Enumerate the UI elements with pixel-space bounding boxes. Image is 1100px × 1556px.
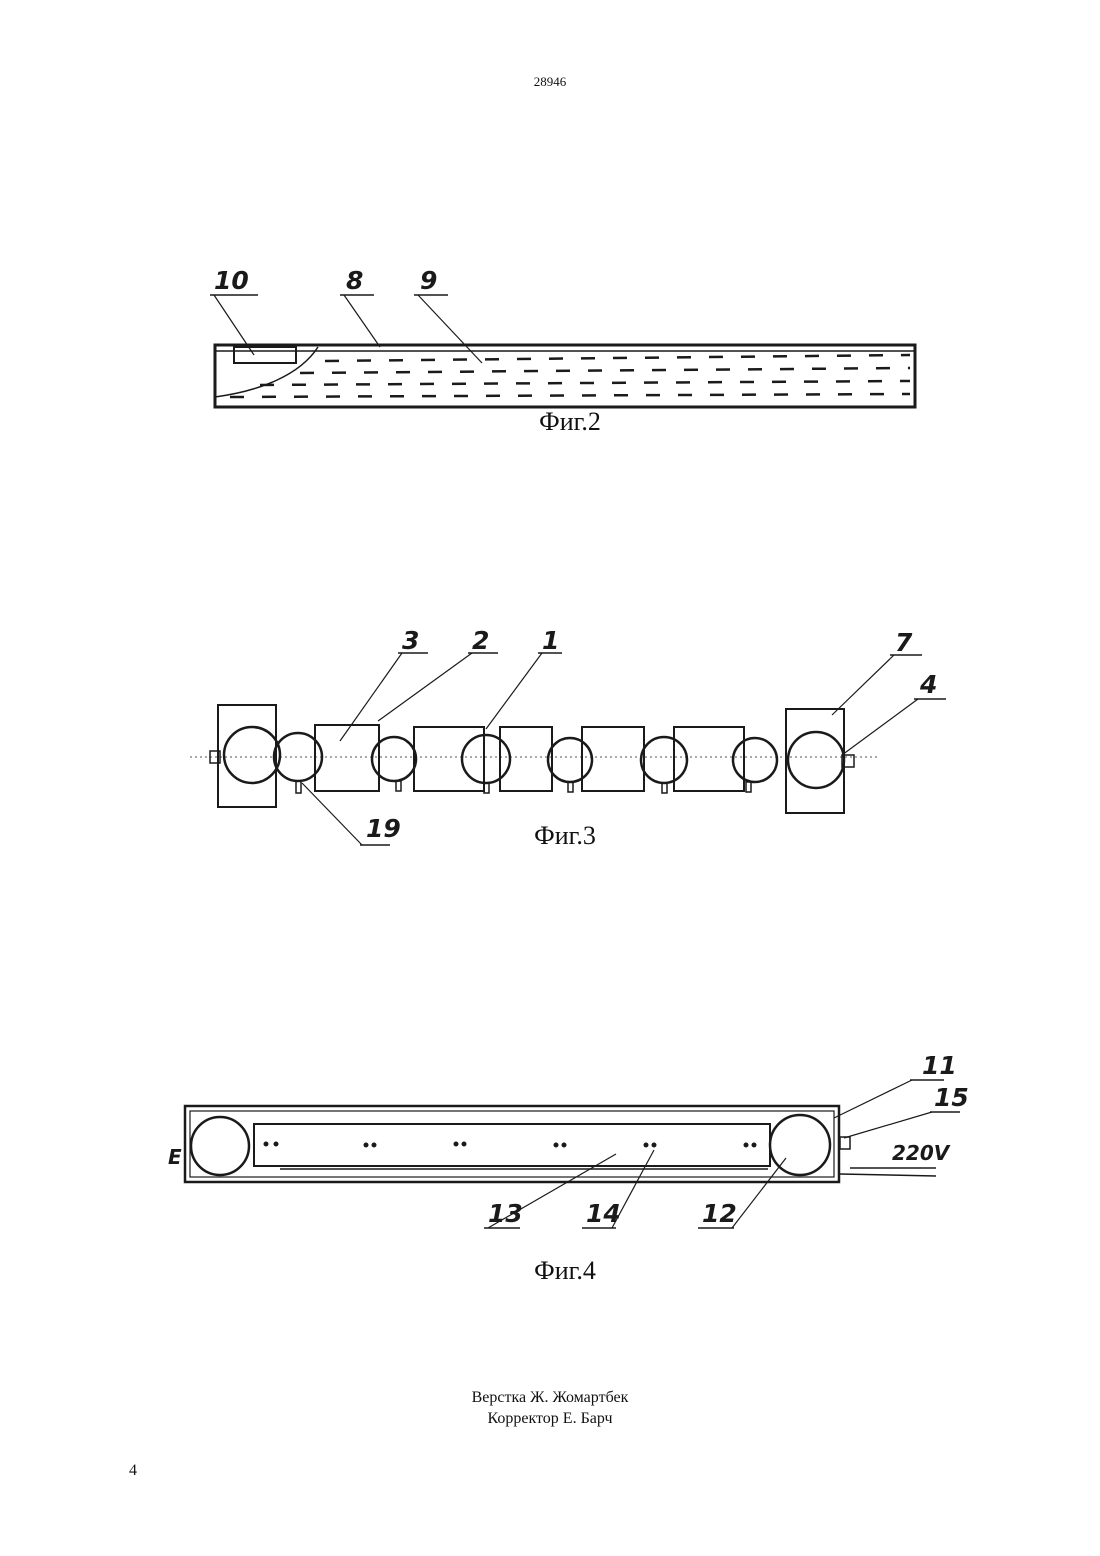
- float-element: [234, 347, 296, 363]
- inner-housing: [190, 1111, 834, 1177]
- figure-4-labels: 11 15 220V 13 14 12 E: [168, 1051, 969, 1228]
- proofreader-credit: Корректор Е. Барч: [0, 1408, 1100, 1429]
- label-1: 1: [542, 626, 559, 655]
- page-number: 4: [129, 1462, 137, 1480]
- figure-2-caption: Фиг.2: [200, 407, 940, 437]
- tank-outline: [215, 345, 915, 407]
- rollers: [224, 727, 844, 788]
- label-12: 12: [702, 1199, 737, 1228]
- label-13: 13: [488, 1199, 523, 1228]
- figure-3-caption: Фиг.3: [180, 821, 950, 851]
- label-9: 9: [420, 266, 437, 295]
- label-14: 14: [586, 1199, 621, 1228]
- label-220v: 220V: [892, 1141, 951, 1165]
- label-11: 11: [922, 1051, 957, 1080]
- label-10: 10: [214, 266, 249, 295]
- label-15: 15: [934, 1083, 969, 1112]
- power-cable: [840, 1168, 936, 1176]
- heater-dots: [264, 1142, 756, 1147]
- heating-panel: [254, 1124, 770, 1166]
- figure-4-caption: Фиг.4: [160, 1256, 970, 1286]
- figure-3-labels: 3 2 1 7 4 19: [366, 626, 937, 843]
- label-7: 7: [895, 628, 913, 657]
- label-3: 3: [402, 626, 419, 655]
- layout-credit: Верстка Ж. Жомартбек: [0, 1387, 1100, 1408]
- label-e: E: [168, 1145, 182, 1169]
- outer-housing: [185, 1106, 839, 1182]
- leader-lines: [214, 295, 482, 363]
- terminal-connector: [840, 1137, 850, 1149]
- figure-3: 3 2 1 7 4 19: [180, 615, 950, 865]
- figure-2: 10 8 9 Фиг.2: [200, 255, 940, 445]
- label-4: 4: [919, 670, 937, 699]
- label-underlines: [360, 653, 946, 845]
- right-bearing-block: [786, 709, 844, 813]
- credits: Верстка Ж. Жомартбек Корректор Е. Барч: [0, 1387, 1100, 1429]
- document-number: 28946: [0, 74, 1100, 90]
- figure-4: 11 15 220V 13 14 12 E: [160, 1040, 970, 1300]
- liquid-dashes: [230, 355, 910, 397]
- drum-sections: [315, 725, 744, 791]
- left-bearing-block: [218, 705, 276, 807]
- label-2: 2: [472, 626, 489, 655]
- label-8: 8: [346, 266, 363, 295]
- figure-2-labels: 10 8 9: [214, 266, 437, 295]
